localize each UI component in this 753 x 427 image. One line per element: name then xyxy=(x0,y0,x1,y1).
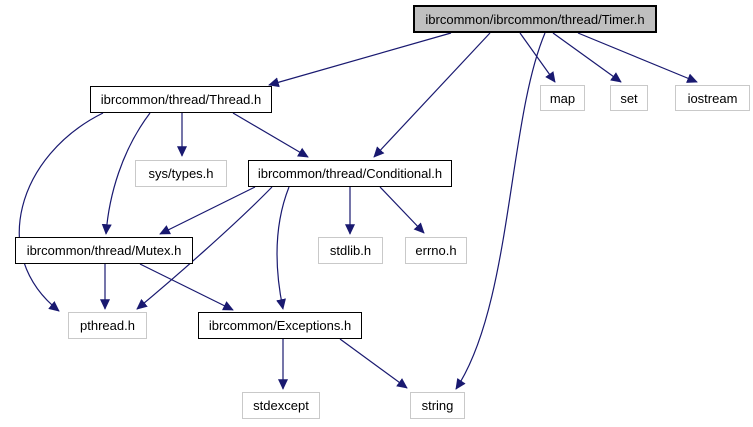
edge-thread-conditional xyxy=(232,112,309,158)
node-exceptions-h[interactable]: ibrcommon/Exceptions.h xyxy=(198,312,362,339)
edge-timer-iostream xyxy=(577,32,698,83)
node-stdlib-h: stdlib.h xyxy=(318,237,383,264)
node-mutex-h[interactable]: ibrcommon/thread/Mutex.h xyxy=(15,237,193,264)
edge-timer-string xyxy=(455,32,546,390)
node-errno-h: errno.h xyxy=(405,237,467,264)
edge-timer-map xyxy=(519,32,556,83)
node-stdexcept: stdexcept xyxy=(242,392,320,419)
node-pthread-h: pthread.h xyxy=(68,312,147,339)
edge-timer-set xyxy=(552,32,622,83)
node-conditional-h[interactable]: ibrcommon/thread/Conditional.h xyxy=(248,160,452,187)
node-iostream: iostream xyxy=(675,85,750,111)
edge-thread-mutex xyxy=(101,112,151,235)
node-timer-h: ibrcommon/ibrcommon/thread/Timer.h xyxy=(413,5,657,33)
node-map: map xyxy=(540,85,585,111)
edge-conditional-mutex xyxy=(159,186,256,235)
node-string: string xyxy=(410,392,465,419)
edge-conditional-errno xyxy=(379,186,425,234)
edge-conditional-pthread xyxy=(136,186,273,310)
edge-mutex-exceptions xyxy=(139,263,234,311)
edge-timer-thread xyxy=(268,32,452,88)
edge-conditional-exceptions xyxy=(276,186,290,310)
node-thread-h[interactable]: ibrcommon/thread/Thread.h xyxy=(90,86,272,113)
node-set: set xyxy=(610,85,648,111)
edge-exceptions-string xyxy=(339,338,408,389)
edge-thread-pthread xyxy=(18,112,104,312)
edge-timer-conditional xyxy=(373,32,491,158)
node-sys-types-h: sys/types.h xyxy=(135,160,227,187)
